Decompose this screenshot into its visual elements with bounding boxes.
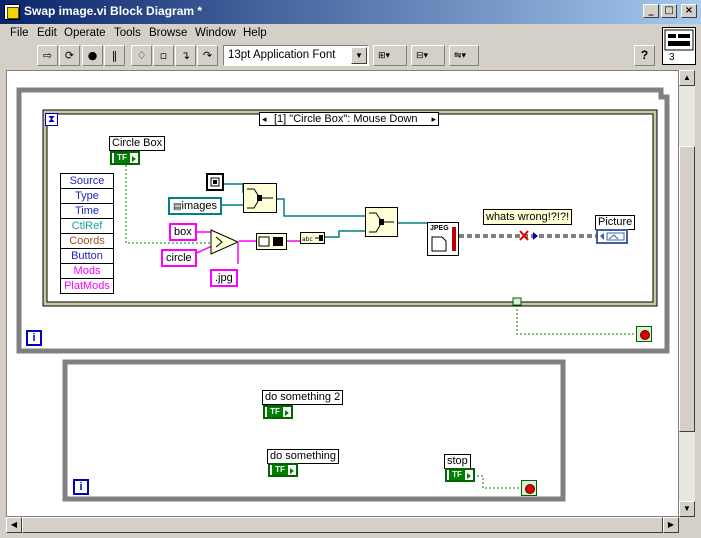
vi-connector-icon[interactable]: 3 [662, 27, 696, 65]
event-data-ctlref: CtlRef [61, 219, 113, 234]
block-diagram-canvas[interactable]: ⧗ ◂ [1] "Circle Box": Mouse Down ▸ Circl… [6, 70, 679, 517]
event-data-type: Type [61, 189, 113, 204]
scroll-down-arrow-icon[interactable]: ▼ [679, 501, 695, 517]
vertical-scroll-thumb[interactable] [679, 146, 695, 432]
menu-window[interactable]: Window [195, 27, 236, 39]
select-triangle-icon [210, 229, 240, 255]
pause-icon[interactable]: ‖ [104, 45, 125, 66]
maximize-button[interactable]: □ [661, 4, 677, 18]
step-over-icon[interactable]: ↷ [197, 45, 218, 66]
loop2-iteration-terminal[interactable]: i [73, 479, 89, 495]
event-data-source: Source [61, 174, 113, 189]
circle-box-label[interactable]: Circle Box [109, 136, 166, 151]
menu-operate[interactable]: Operate [64, 27, 106, 39]
stop-condition-terminal[interactable] [636, 326, 652, 342]
step-into-icon[interactable]: ↴ [175, 45, 196, 66]
images-constant-text: images [181, 200, 217, 212]
stop-label[interactable]: stop [444, 454, 471, 469]
horizontal-scroll-thumb[interactable] [22, 517, 663, 533]
retain-wire-values-icon[interactable]: ▫ [153, 45, 174, 66]
align-objects-button[interactable]: ⊞▾ [373, 45, 407, 66]
horizontal-scrollbar[interactable]: ◀ ▶ [6, 517, 679, 533]
circle-box-control[interactable] [110, 151, 140, 165]
jpg-string-constant[interactable]: .jpg [210, 269, 238, 287]
current-vi-path-node[interactable] [206, 173, 224, 191]
strip-path-function[interactable] [243, 183, 277, 213]
menu-help[interactable]: Help [243, 27, 267, 39]
jpeg-label: JPEG [430, 225, 449, 232]
scroll-left-arrow-icon[interactable]: ◀ [6, 517, 22, 533]
read-jpeg-function[interactable]: JPEG [427, 222, 459, 256]
concatenate-icon [258, 236, 283, 247]
event-data-node[interactable]: Source Type Time CtlRef Coords Button Mo… [60, 173, 114, 294]
menu-bar: File Edit Operate Tools Browse Window He… [0, 24, 660, 43]
folder-icon: ▤ [173, 201, 182, 211]
string-to-path-icon: abc [302, 235, 323, 243]
box-string-constant[interactable]: box [169, 223, 197, 241]
select-function[interactable] [210, 228, 240, 256]
event-data-button: Button [61, 249, 113, 264]
picture-icon [600, 232, 625, 241]
event-data-time: Time [61, 204, 113, 219]
images-path-constant[interactable]: ▤images [168, 197, 222, 215]
strip-path-icon [247, 188, 273, 209]
menu-tools[interactable]: Tools [114, 27, 141, 39]
distribute-objects-button[interactable]: ⊟▾ [411, 45, 445, 66]
build-path-icon [369, 212, 394, 233]
string-to-path-function[interactable]: abc [300, 232, 325, 244]
picture-indicator[interactable] [596, 229, 628, 244]
chevron-down-icon: ▼ [351, 47, 367, 64]
wires-and-structures [16, 87, 670, 502]
minimize-button[interactable]: _ [643, 4, 659, 18]
scroll-up-arrow-icon[interactable]: ▲ [679, 70, 695, 86]
loop-iteration-terminal[interactable]: i [26, 330, 42, 346]
stop-control[interactable] [445, 468, 475, 482]
close-button[interactable]: × [681, 4, 697, 18]
event-case-selector[interactable]: ◂ [1] "Circle Box": Mouse Down ▸ [259, 112, 439, 126]
picture-label[interactable]: Picture [595, 215, 636, 230]
context-help-button[interactable]: ? [634, 45, 655, 66]
event-data-coords: Coords [61, 234, 113, 249]
decrement-arrow-icon[interactable]: ◂ [262, 114, 267, 124]
font-selector[interactable]: 13pt Application Font ▼ [223, 45, 369, 66]
scroll-right-arrow-icon[interactable]: ▶ [663, 517, 679, 533]
abort-icon[interactable]: ● [82, 45, 103, 66]
do-something-2-label[interactable]: do something 2 [262, 390, 344, 405]
vi-icon-glyph [664, 29, 694, 51]
event-data-platmods: PlatMods [64, 280, 110, 292]
menu-edit[interactable]: Edit [37, 27, 57, 39]
vertical-scrollbar[interactable]: ▲ ▼ [679, 70, 695, 517]
run-continuously-icon[interactable]: ⟳ [59, 45, 80, 66]
circle-string-constant[interactable]: circle [161, 249, 197, 267]
reorder-button[interactable]: ⇋▾ [449, 45, 479, 66]
run-arrow-icon[interactable]: ⇨ [37, 45, 58, 66]
font-selector-value: 13pt Application Font [228, 49, 336, 61]
file-icon [431, 227, 456, 252]
title-bar: Swap image.vi Block Diagram * _ □ × [0, 0, 701, 24]
do-something-label[interactable]: do something [267, 449, 340, 464]
build-path-function[interactable] [365, 207, 398, 237]
path-icon [210, 177, 220, 187]
loop2-stop-condition-terminal[interactable] [521, 480, 537, 496]
highlight-execution-icon[interactable]: ♢ [131, 45, 152, 66]
do-something-2-control[interactable] [263, 405, 293, 419]
concatenate-strings-function[interactable] [256, 233, 287, 250]
toolbar: ⇨ ⟳ ● ‖ ♢ ▫ ↴ ↷ 13pt Application Font ▼ … [0, 43, 660, 67]
timeout-hourglass-icon[interactable]: ⧗ [45, 113, 58, 126]
window-title: Swap image.vi Block Diagram * [24, 4, 203, 18]
vi-icon-number: 3 [669, 52, 675, 63]
event-data-mods: Mods [61, 264, 113, 279]
increment-arrow-icon[interactable]: ▸ [431, 114, 436, 124]
event-case-label: [1] "Circle Box": Mouse Down [274, 113, 418, 125]
svg-text:abc: abc [302, 236, 313, 243]
whats-wrong-comment[interactable]: whats wrong!?!?! [483, 209, 573, 225]
menu-file[interactable]: File [10, 27, 29, 39]
do-something-control[interactable] [268, 463, 298, 477]
labview-vi-icon[interactable] [4, 4, 20, 20]
menu-browse[interactable]: Browse [149, 27, 188, 39]
